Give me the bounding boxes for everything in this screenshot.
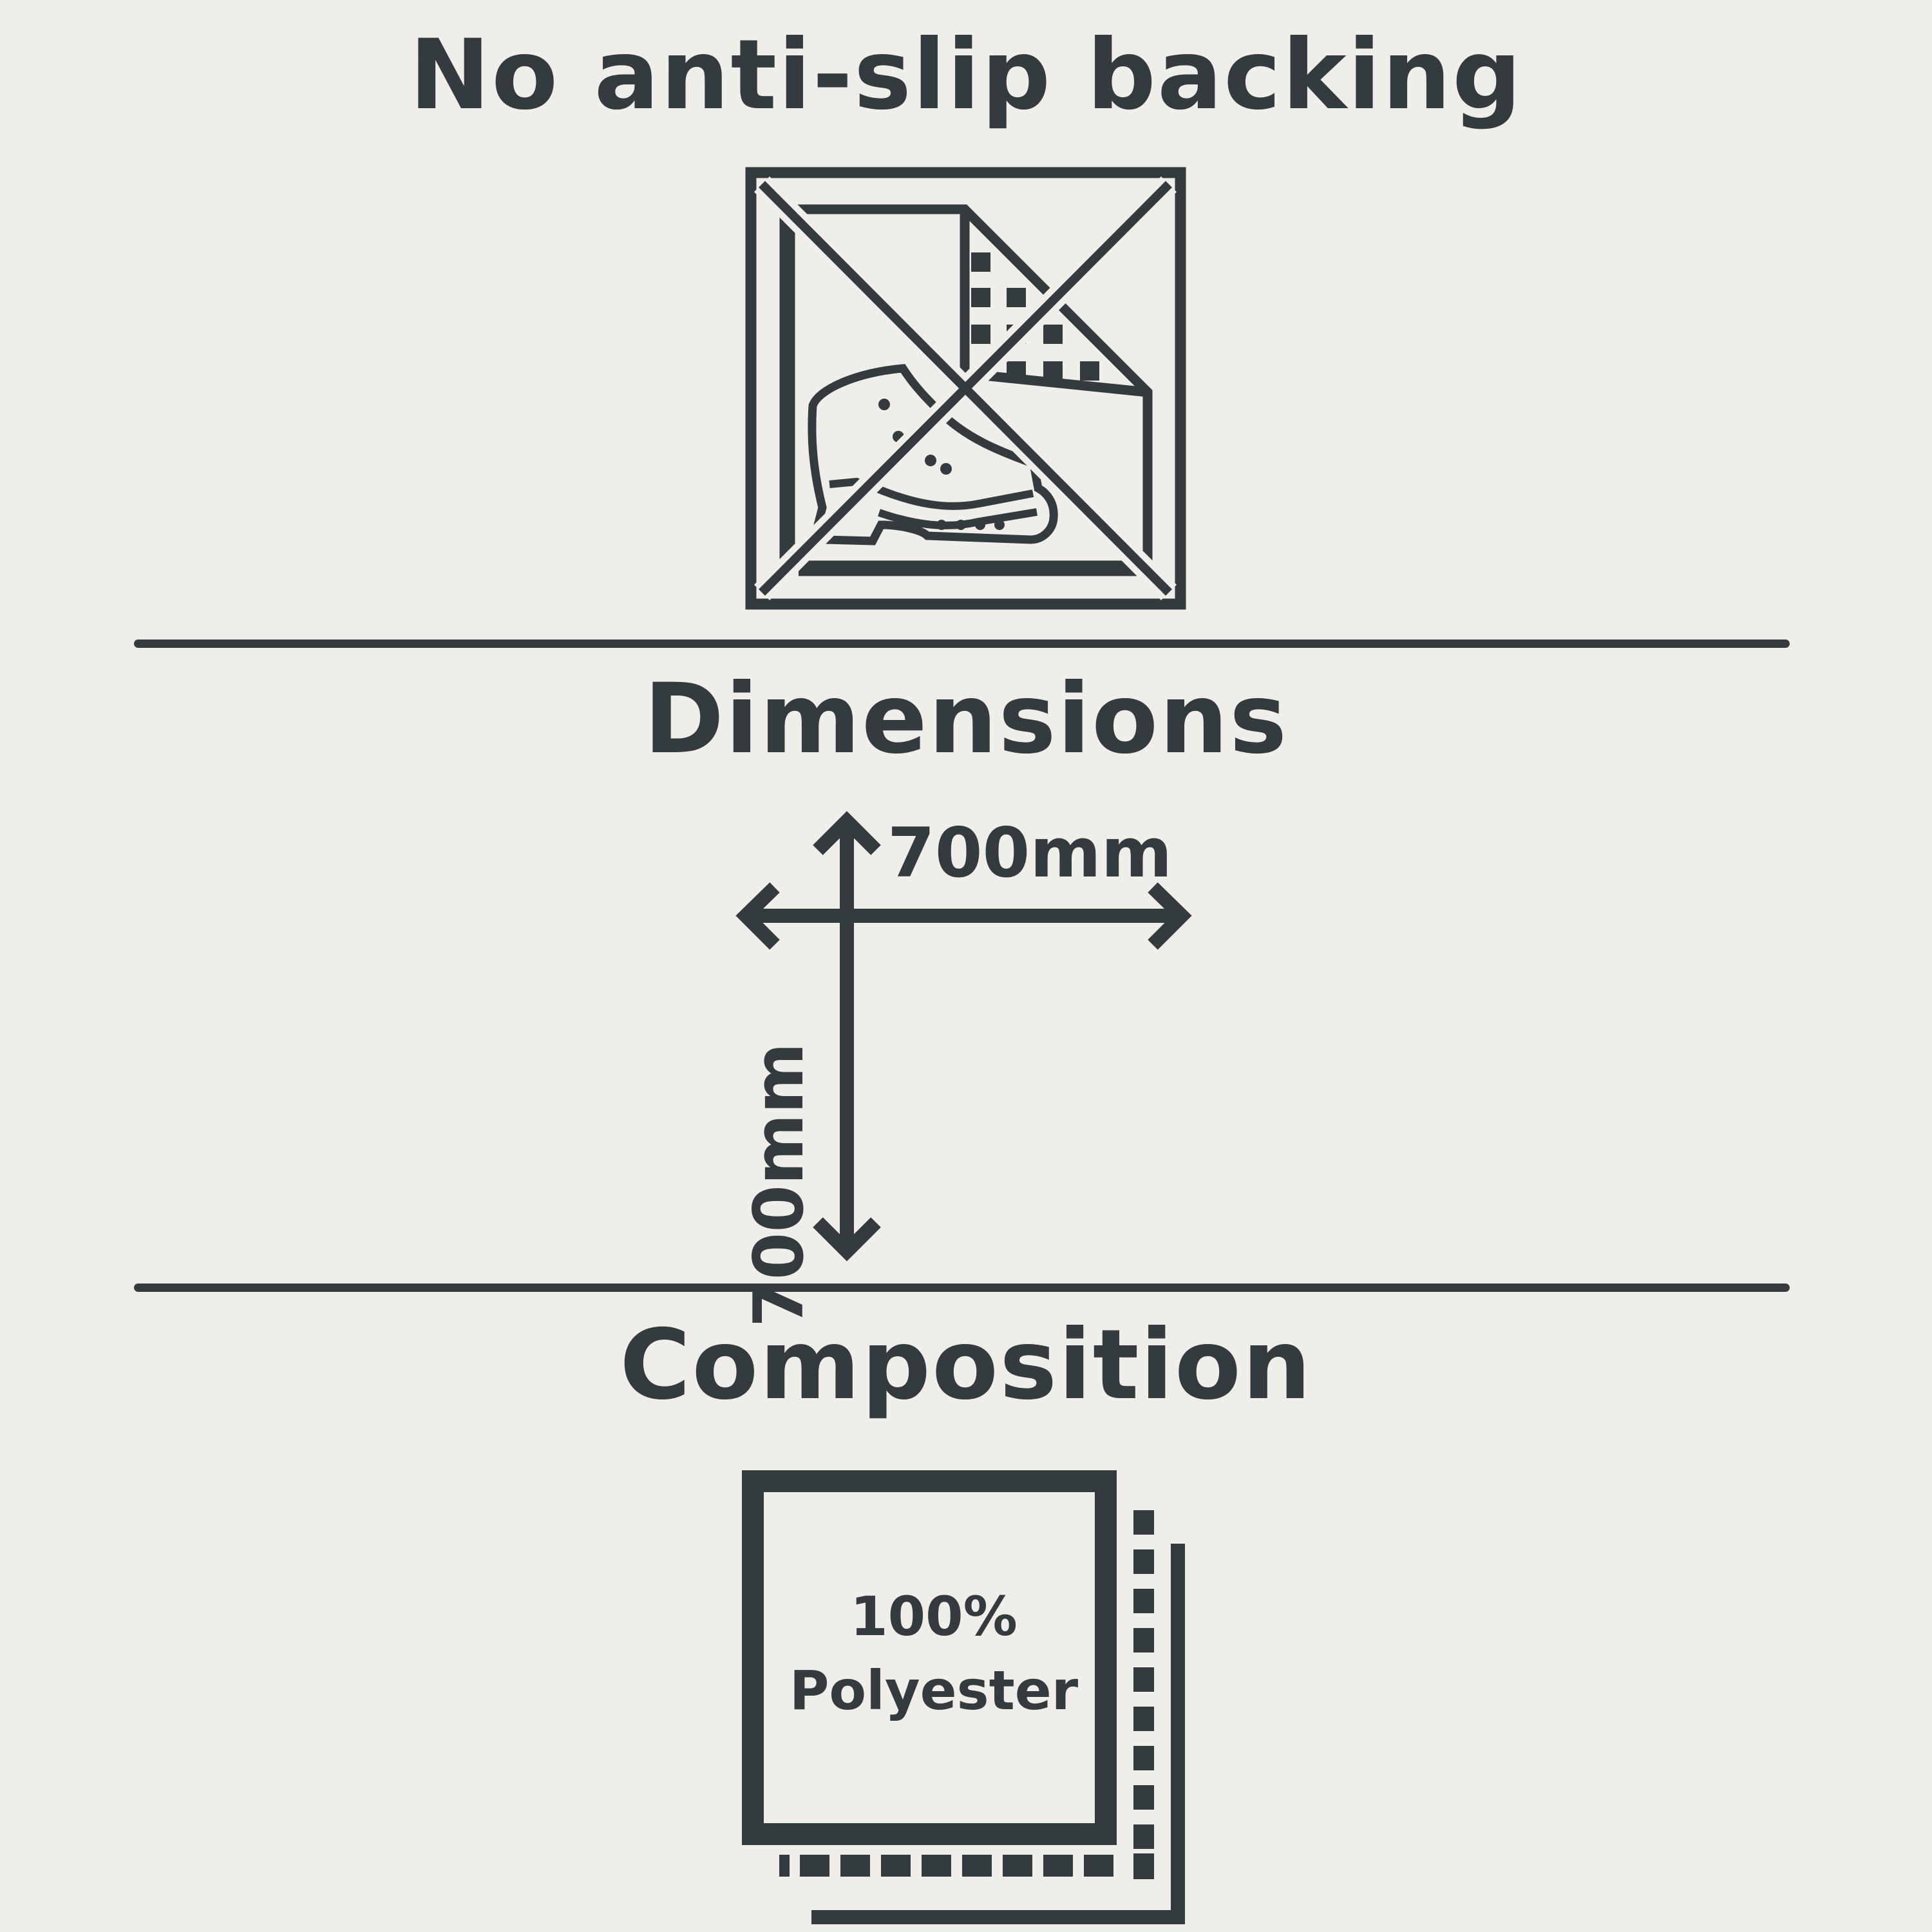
backing-title: No anti-slip backing bbox=[409, 19, 1523, 131]
dimensions-title: Dimensions bbox=[643, 663, 1289, 775]
width-label: 700mm bbox=[887, 813, 1173, 893]
composition-percent: 100% bbox=[850, 1585, 1018, 1648]
section-divider bbox=[134, 1283, 1790, 1292]
no-anti-slip-icon bbox=[745, 167, 1186, 610]
composition-title: Composition bbox=[620, 1309, 1312, 1421]
dimension-arrows-icon bbox=[735, 811, 1192, 1262]
composition-material: Polyester bbox=[789, 1659, 1079, 1722]
section-divider bbox=[134, 639, 1790, 648]
fabric-swatch-icon bbox=[742, 1470, 1185, 1924]
